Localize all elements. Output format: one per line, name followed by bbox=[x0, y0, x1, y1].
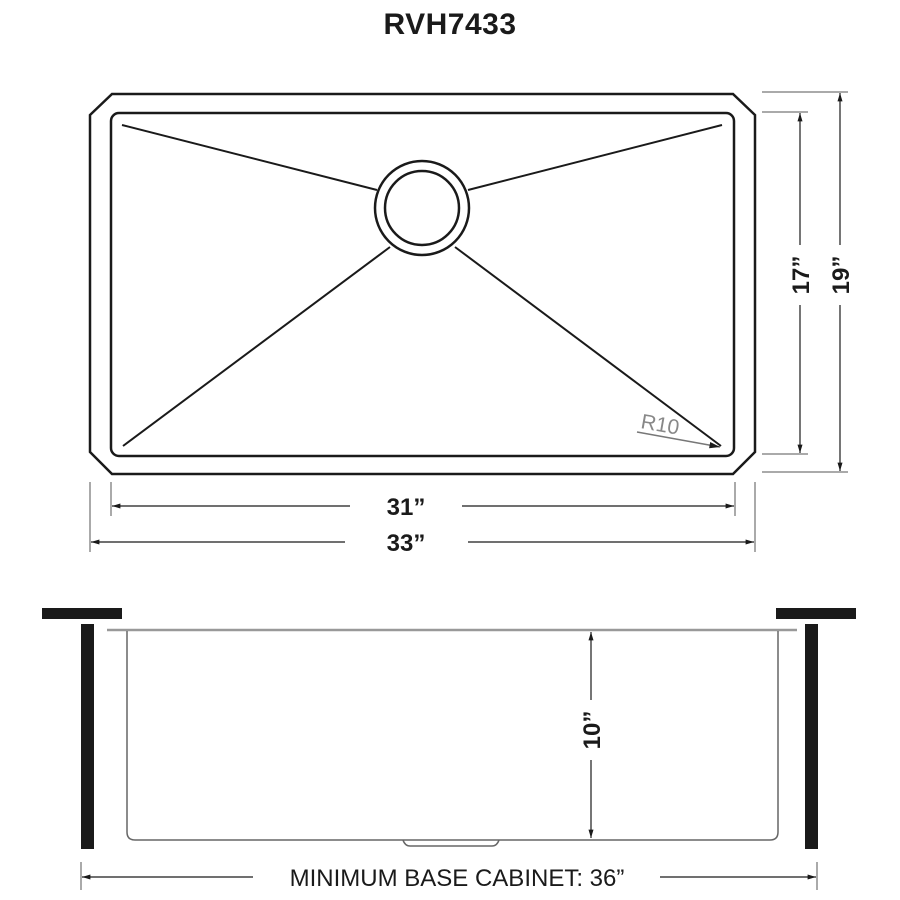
model-title: RVH7433 bbox=[383, 8, 517, 41]
inner-width-label: 31” bbox=[387, 494, 426, 521]
drain-inner-ring bbox=[383, 169, 461, 247]
cabinet-wall-right bbox=[805, 624, 818, 849]
countertop-left bbox=[42, 608, 122, 619]
inner-depth-label: 17” bbox=[788, 256, 815, 295]
slope-line-bottom-left bbox=[122, 246, 391, 447]
outer-depth-label: 19” bbox=[828, 256, 855, 295]
sink-side-profile bbox=[126, 631, 779, 841]
countertop-right bbox=[776, 608, 856, 619]
slope-line-top-left bbox=[121, 124, 378, 191]
bowl-depth-label: 10” bbox=[579, 711, 606, 750]
corner-radius-label: R10 bbox=[639, 410, 681, 439]
drain-bottom bbox=[402, 839, 500, 847]
sink-inner-bowl bbox=[109, 111, 736, 458]
minimum-cabinet-label: MINIMUM BASE CABINET: 36” bbox=[290, 865, 625, 892]
side-view: 10” MINIMUM BASE CABINET: 36” bbox=[42, 608, 856, 892]
sink-outer-flange bbox=[88, 92, 757, 476]
outer-width-label: 33” bbox=[387, 530, 426, 557]
top-view: R10 31” 33” 17” 19” bbox=[88, 91, 855, 557]
radius-leader-line bbox=[636, 431, 721, 449]
cabinet-wall-left bbox=[81, 624, 94, 849]
drain-outer-ring bbox=[373, 159, 471, 257]
slope-line-bottom-right bbox=[454, 246, 722, 447]
slope-line-top-right bbox=[467, 124, 723, 191]
